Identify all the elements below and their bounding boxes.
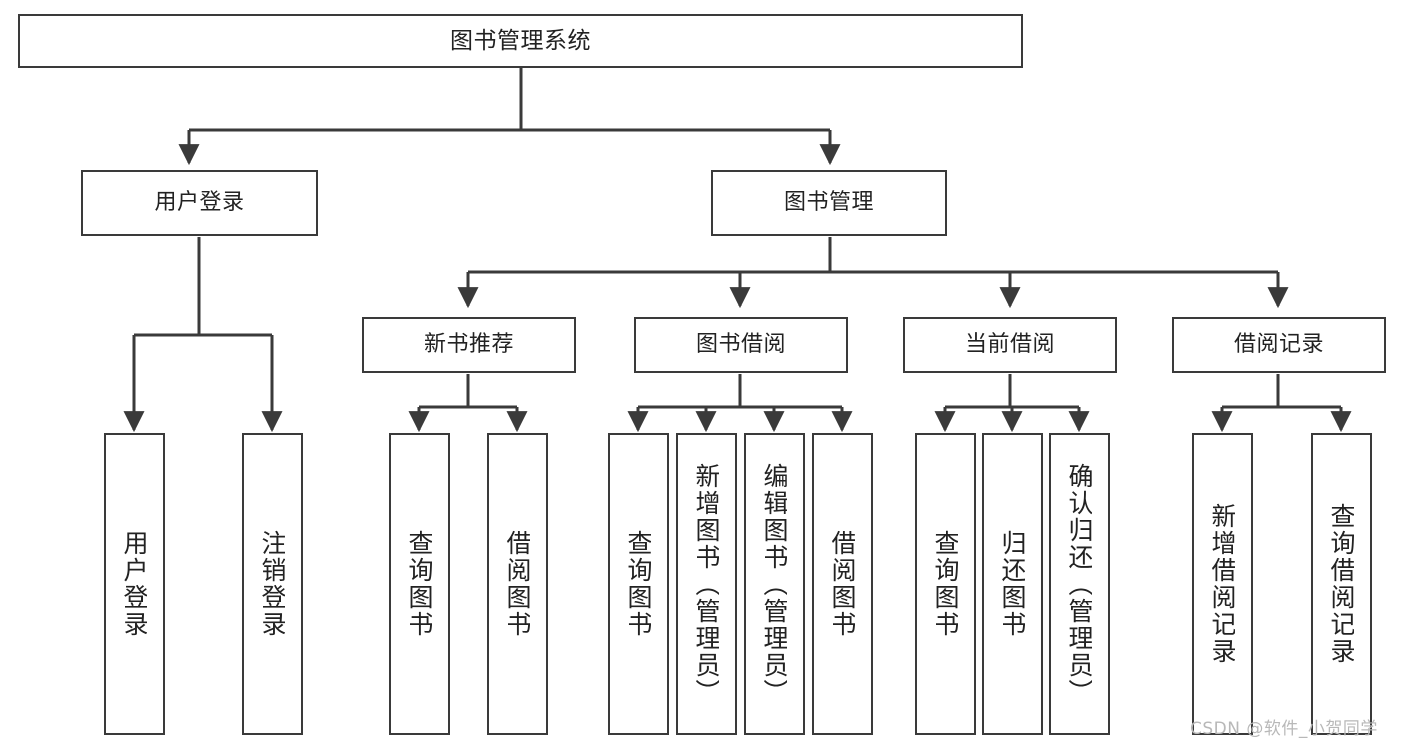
node-leaf-return-book-label: 归还图书	[1000, 530, 1025, 638]
node-leaf-add-book[interactable]: 新增图书（管理员）	[676, 433, 737, 735]
node-leaf-add-record[interactable]: 新增借阅记录	[1192, 433, 1253, 735]
node-book-manage-label: 图书管理	[783, 190, 874, 216]
node-user-login[interactable]: 用户登录	[81, 170, 318, 236]
node-user-login-label: 用户登录	[154, 190, 245, 216]
node-current-borrow[interactable]: 当前借阅	[903, 317, 1117, 373]
node-leaf-query-book-1[interactable]: 查询图书	[389, 433, 450, 735]
node-book-manage[interactable]: 图书管理	[711, 170, 947, 236]
csdn-watermark: CSDN @软件_小贺同学	[1190, 719, 1378, 739]
node-leaf-query-book-2[interactable]: 查询图书	[608, 433, 669, 735]
node-leaf-confirm-return[interactable]: 确认归还（管理员）	[1049, 433, 1110, 735]
node-leaf-logout-label: 注销登录	[260, 530, 285, 638]
node-root[interactable]: 图书管理系统	[18, 14, 1023, 68]
node-leaf-borrow-book-1[interactable]: 借阅图书	[487, 433, 548, 735]
node-leaf-logout[interactable]: 注销登录	[242, 433, 303, 735]
node-leaf-query-book-3-label: 查询图书	[933, 530, 958, 638]
node-leaf-query-record[interactable]: 查询借阅记录	[1311, 433, 1372, 735]
node-leaf-query-book-3[interactable]: 查询图书	[915, 433, 976, 735]
node-leaf-user-login-label: 用户登录	[122, 530, 147, 638]
node-root-label: 图书管理系统	[450, 27, 591, 54]
node-borrow-record[interactable]: 借阅记录	[1172, 317, 1386, 373]
node-new-book-recommend[interactable]: 新书推荐	[362, 317, 576, 373]
node-book-borrow[interactable]: 图书借阅	[634, 317, 848, 373]
node-leaf-return-book[interactable]: 归还图书	[982, 433, 1043, 735]
node-leaf-borrow-book-2[interactable]: 借阅图书	[812, 433, 873, 735]
node-leaf-edit-book-label: 编辑图书（管理员）	[762, 462, 787, 706]
node-leaf-user-login[interactable]: 用户登录	[104, 433, 165, 735]
node-leaf-borrow-book-1-label: 借阅图书	[505, 530, 530, 638]
node-current-borrow-label: 当前借阅	[964, 332, 1055, 358]
node-leaf-add-record-label: 新增借阅记录	[1210, 503, 1235, 665]
node-leaf-edit-book[interactable]: 编辑图书（管理员）	[744, 433, 805, 735]
node-leaf-borrow-book-2-label: 借阅图书	[830, 530, 855, 638]
node-leaf-add-book-label: 新增图书（管理员）	[694, 462, 719, 706]
node-leaf-query-record-label: 查询借阅记录	[1329, 503, 1354, 665]
node-leaf-query-book-1-label: 查询图书	[407, 530, 432, 638]
node-leaf-confirm-return-label: 确认归还（管理员）	[1067, 462, 1092, 706]
node-leaf-query-book-2-label: 查询图书	[626, 530, 651, 638]
node-new-book-recommend-label: 新书推荐	[423, 332, 514, 358]
node-borrow-record-label: 借阅记录	[1233, 332, 1324, 358]
node-book-borrow-label: 图书借阅	[695, 332, 786, 358]
